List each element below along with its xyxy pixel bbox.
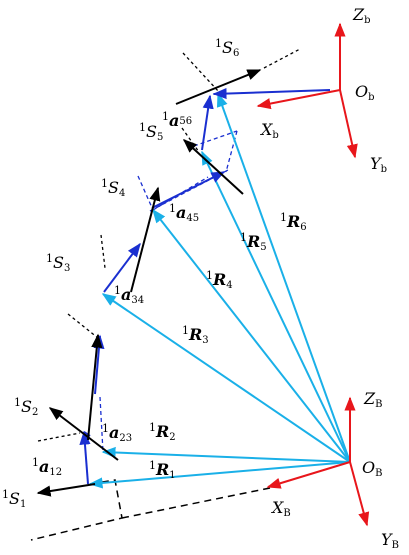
vector-R1 [88,461,351,489]
vector-a45 [151,171,226,209]
position-labels: 1R1 1R2 1R3 1R4 1R5 1R6 [149,211,307,481]
frame-labels: ZB OB XB YB Zb Ob Xb Yb [259,5,399,551]
platform-y-axis [339,89,358,159]
vector-R3 [101,293,351,463]
axis6-extension-lower [182,52,220,93]
vector-R4 [152,208,351,463]
vector-R6 [216,92,351,463]
position-vectors [88,92,351,489]
label-a12: 1a12 [32,456,62,478]
vector-R2 [101,446,351,463]
base-x-axis [266,461,351,489]
label-a56: 1a56 [162,110,192,130]
base-y-label: YB [381,530,399,550]
base-frame [266,396,370,527]
label-R1: 1R1 [149,459,176,481]
axis-S3 [87,333,103,441]
vector-R5 [201,150,351,463]
label-S1: 1S1 [2,488,26,510]
axis-S2 [48,407,119,461]
helper-a45-left [137,175,154,211]
label-S5: 1S5 [139,121,163,143]
helper-a45-upper [152,176,209,211]
axis2-extension [37,432,81,442]
vector-a12 [79,430,91,485]
base-z-label: ZB [363,389,382,410]
base-offset-dashed-line [30,479,123,541]
helper-a56-upper [193,130,238,147]
axis-S5 [182,139,244,195]
platform-y-label: Yb [370,154,387,175]
base-origin-label: OB [362,458,382,479]
axis6-extension-upper [263,48,301,69]
label-S4: 1S4 [101,177,125,199]
axis-labels: 1S1 1S2 1S3 1S4 1S5 1S6 [2,37,239,510]
label-R4: 1R4 [206,269,233,291]
base-x-label: XB [270,498,291,519]
joint-axes [36,69,262,497]
label-S6: 1S6 [215,37,239,59]
axis-S4 [130,186,161,293]
platform-x-label: Xb [259,120,279,141]
label-R3: 1R3 [182,324,209,346]
link-labels: 1a12 1a23 1a34 1a45 1a56 [32,110,199,478]
base-projection-dashed-line [121,487,271,519]
label-a23: 1a23 [102,422,132,444]
platform-frame [256,22,358,159]
helper-a56-right [225,130,238,173]
helper-a23-dashed [99,396,104,453]
label-a45: 1a45 [169,202,199,224]
axis-S1 [36,483,96,497]
platform-x-axis [256,89,341,110]
platform-z-label: Zb [352,5,371,26]
base-y-axis [349,461,370,527]
axis3-extension [67,313,99,339]
vector-platform-offset [212,87,331,100]
vector-a34 [103,242,141,293]
label-R2: 1R2 [149,421,176,443]
link-vectors [79,87,331,485]
platform-origin-label: Ob [355,82,375,103]
axis4-extension [100,234,106,269]
label-a34: 1a34 [114,284,144,306]
axis-S6 [175,69,262,105]
label-S2: 1S2 [14,396,38,418]
vector-a56 [201,94,214,151]
label-R6: 1R6 [280,211,307,233]
label-R5: 1R5 [240,231,267,253]
label-S3: 1S3 [46,252,70,274]
